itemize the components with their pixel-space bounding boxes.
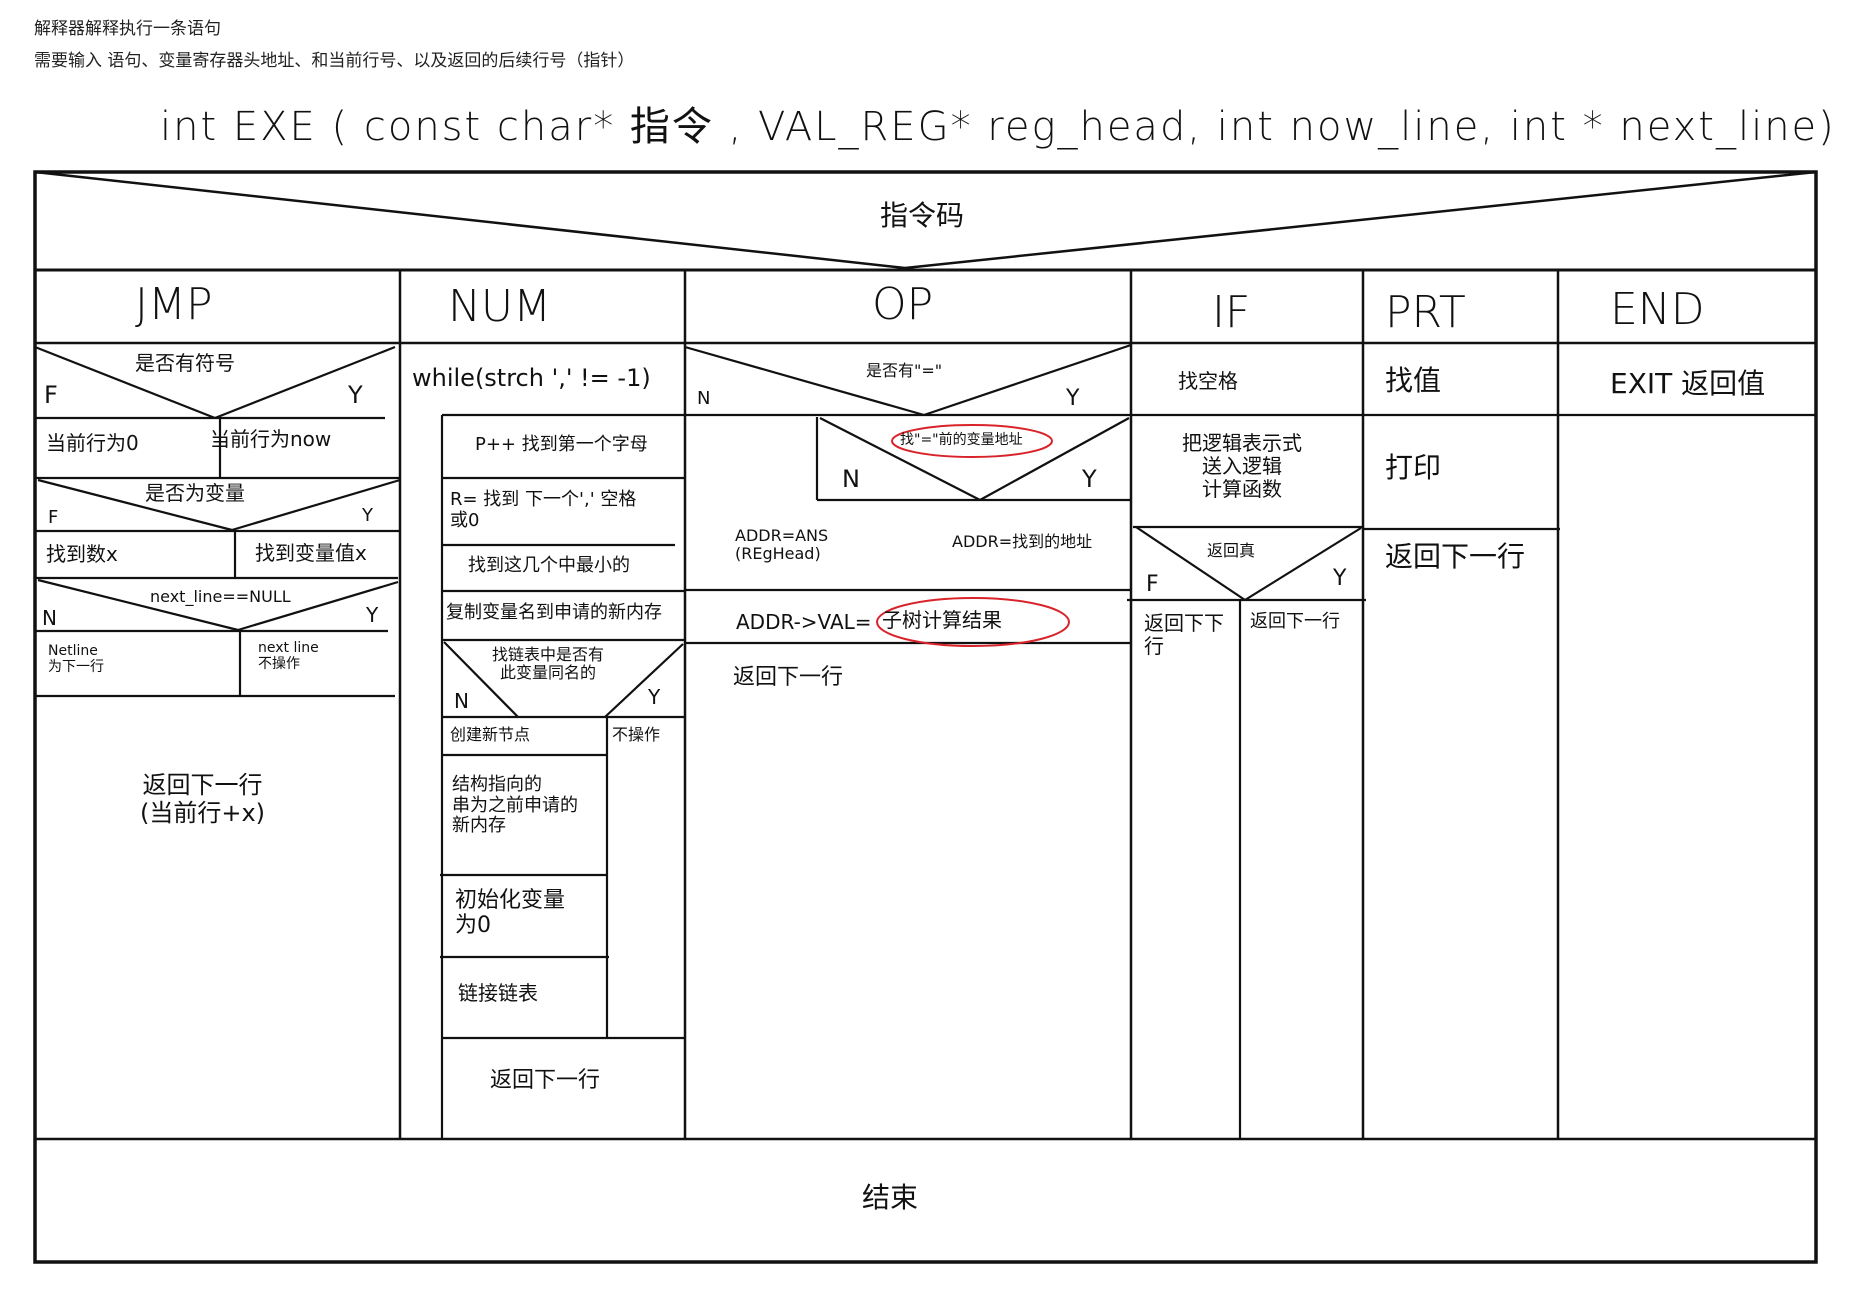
jmp-false-branch-current-line-zero: 当前行为0 (46, 431, 139, 455)
column-header-op: OP (872, 279, 934, 330)
column-header-end: END (1610, 284, 1705, 335)
if-decision-condition: 返回真 (1207, 541, 1256, 560)
num-no-operation: 不操作 (612, 725, 661, 744)
column-header-if: IF (1212, 287, 1251, 338)
num-step-create-node: 创建新节点 (450, 725, 531, 744)
jmp-decision3-true-label: Y (366, 603, 379, 627)
jmp-decision3-condition: next_line==NULL (150, 587, 291, 606)
num-while-loop-condition: while(strch ',' != -1) (412, 364, 651, 392)
num-step-find-minimum: 找到这几个中最小的 (468, 555, 630, 576)
op-nested-false-label: N (842, 465, 860, 493)
highlight-ellipse-variable-address (891, 424, 1053, 458)
op-nested-true-label: Y (1082, 465, 1097, 493)
if-decision-false-label: F (1146, 572, 1159, 597)
op-assign-prefix: ADDR->VAL= (736, 610, 872, 634)
prt-step-print: 打印 (1385, 451, 1442, 484)
note-title: 解释器解释执行一条语句 (34, 19, 221, 39)
num-decision-condition: 找链表中是否有 此变量同名的 (492, 645, 605, 683)
op-return-next-line: 返回下一行 (733, 665, 844, 690)
num-step-copy-variable-name: 复制变量名到申请的新内存 (446, 602, 662, 623)
jmp-set-next-line: Netline 为下一行 (48, 643, 104, 676)
prt-step-find-value: 找值 (1385, 364, 1442, 397)
column-header-prt: PRT (1385, 287, 1466, 338)
op-decision-false-label: N (697, 388, 711, 409)
op-decision-true-label: Y (1066, 386, 1080, 411)
if-step-find-space: 找空格 (1178, 369, 1238, 393)
num-step-link-list: 链接链表 (458, 981, 538, 1005)
end-exit-return-value: EXIT 返回值 (1610, 367, 1766, 400)
op-subtree-result: 子树计算结果 (882, 608, 1002, 632)
jmp-find-number-x: 找到数x (46, 542, 118, 566)
if-return-next-line: 返回下一行 (1250, 611, 1340, 632)
op-addr-equals-ans: ADDR=ANS (REgHead) (735, 526, 829, 564)
jmp-decision1-true-label: Y (348, 381, 363, 409)
end-label: 结束 (862, 1181, 919, 1214)
jmp-decision1-condition: 是否有符号 (135, 351, 235, 375)
jmp-decision3-false-label: N (42, 606, 57, 630)
jmp-decision2-false-label: F (48, 507, 59, 528)
num-step-point-to-memory: 结构指向的 串为之前申请的 新内存 (452, 774, 578, 837)
jmp-decision2-true-label: Y (362, 505, 373, 526)
num-step-init-zero: 初始化变量 为0 (455, 888, 566, 939)
num-step-find-first-letter: P++ 找到第一个字母 (475, 434, 648, 455)
jmp-return-next-line: 返回下一行 (当前行+x) (140, 771, 266, 827)
num-return-next-line: 返回下一行 (490, 1068, 601, 1093)
num-decision-true-label: Y (648, 685, 661, 709)
jmp-next-line-no-op: next line 不操作 (258, 640, 319, 673)
jmp-true-branch-current-line-now: 当前行为now (210, 427, 332, 451)
column-header-jmp: JMP (135, 279, 213, 330)
jmp-decision2-condition: 是否为变量 (145, 481, 245, 505)
num-step-find-next-delimiter: R= 找到 下一个',' 空格 或0 (450, 489, 637, 531)
prt-return-next-line: 返回下一行 (1385, 540, 1526, 573)
if-step-send-logic-expression: 把逻辑表示式 送入逻辑 计算函数 (1182, 431, 1302, 501)
function-signature: int EXE ( const char* 指令 , VAL_REG* reg_… (160, 104, 1836, 150)
highlight-ellipse-subtree-result (876, 597, 1070, 647)
op-nested-decision-condition: 找"="前的变量地址 (900, 432, 1023, 448)
num-decision-false-label: N (454, 689, 469, 713)
if-return-line-after-next: 返回下下 行 (1144, 611, 1224, 658)
switch-label: 指令码 (880, 199, 965, 232)
note-inputs: 需要输入 语句、变量寄存器头地址、和当前行号、以及返回的后续行号（指针） (34, 51, 635, 71)
if-decision-true-label: Y (1333, 566, 1347, 591)
op-addr-equals-found-address: ADDR=找到的地址 (952, 532, 1093, 551)
jmp-find-variable-value-x: 找到变量值x (255, 541, 367, 565)
column-header-num: NUM (448, 281, 552, 332)
jmp-decision1-false-label: F (44, 381, 58, 409)
op-decision-condition: 是否有"=" (866, 361, 943, 380)
